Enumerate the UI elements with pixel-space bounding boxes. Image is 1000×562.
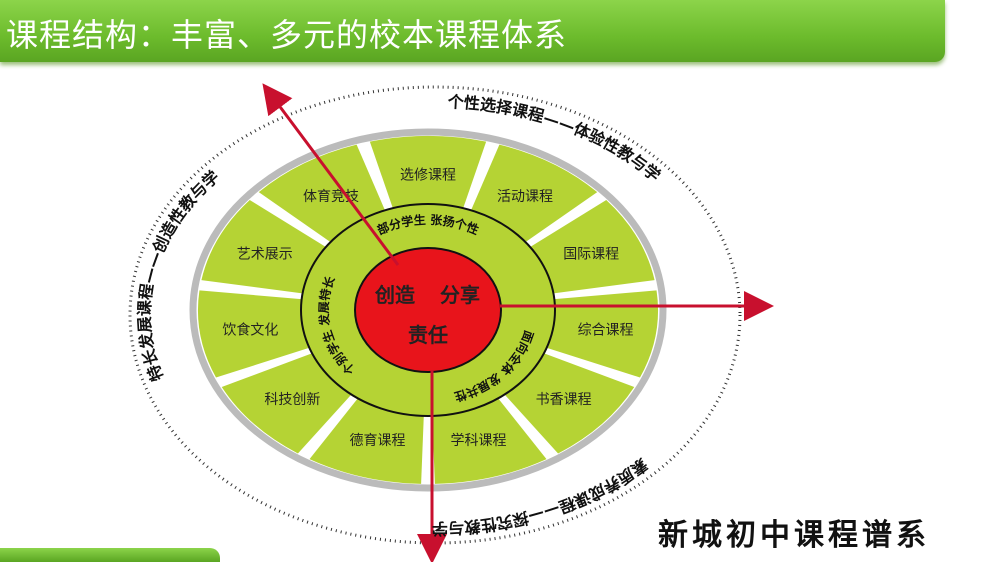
title-bar: 课程结构：丰富、多元的校本课程体系 <box>0 0 945 62</box>
center-circle <box>354 247 502 373</box>
center-label-share: 分享 <box>440 283 480 307</box>
segment-label: 艺术展示 <box>237 247 293 263</box>
center-label-create: 创造 <box>374 283 416 307</box>
segment-label: 德育课程 <box>349 433 405 449</box>
footer-bar <box>0 548 220 562</box>
segment-label: 选修课程 <box>400 167 456 183</box>
segment-label: 学科课程 <box>451 433 507 449</box>
segment-label: 活动课程 <box>497 189 553 205</box>
segment-label: 科技创新 <box>264 392 320 408</box>
brand-text: 新城初中课程谱系 <box>658 518 930 553</box>
center-label-responsibility: 责任 <box>408 323 448 347</box>
segment-label: 国际课程 <box>563 247 619 263</box>
segment-label: 综合课程 <box>578 322 634 338</box>
segment-label: 书香课程 <box>536 392 592 408</box>
arrow-up-left <box>262 83 400 266</box>
segment-label: 饮食文化 <box>222 321 278 338</box>
page-title: 课程结构：丰富、多元的校本课程体系 <box>6 16 568 54</box>
